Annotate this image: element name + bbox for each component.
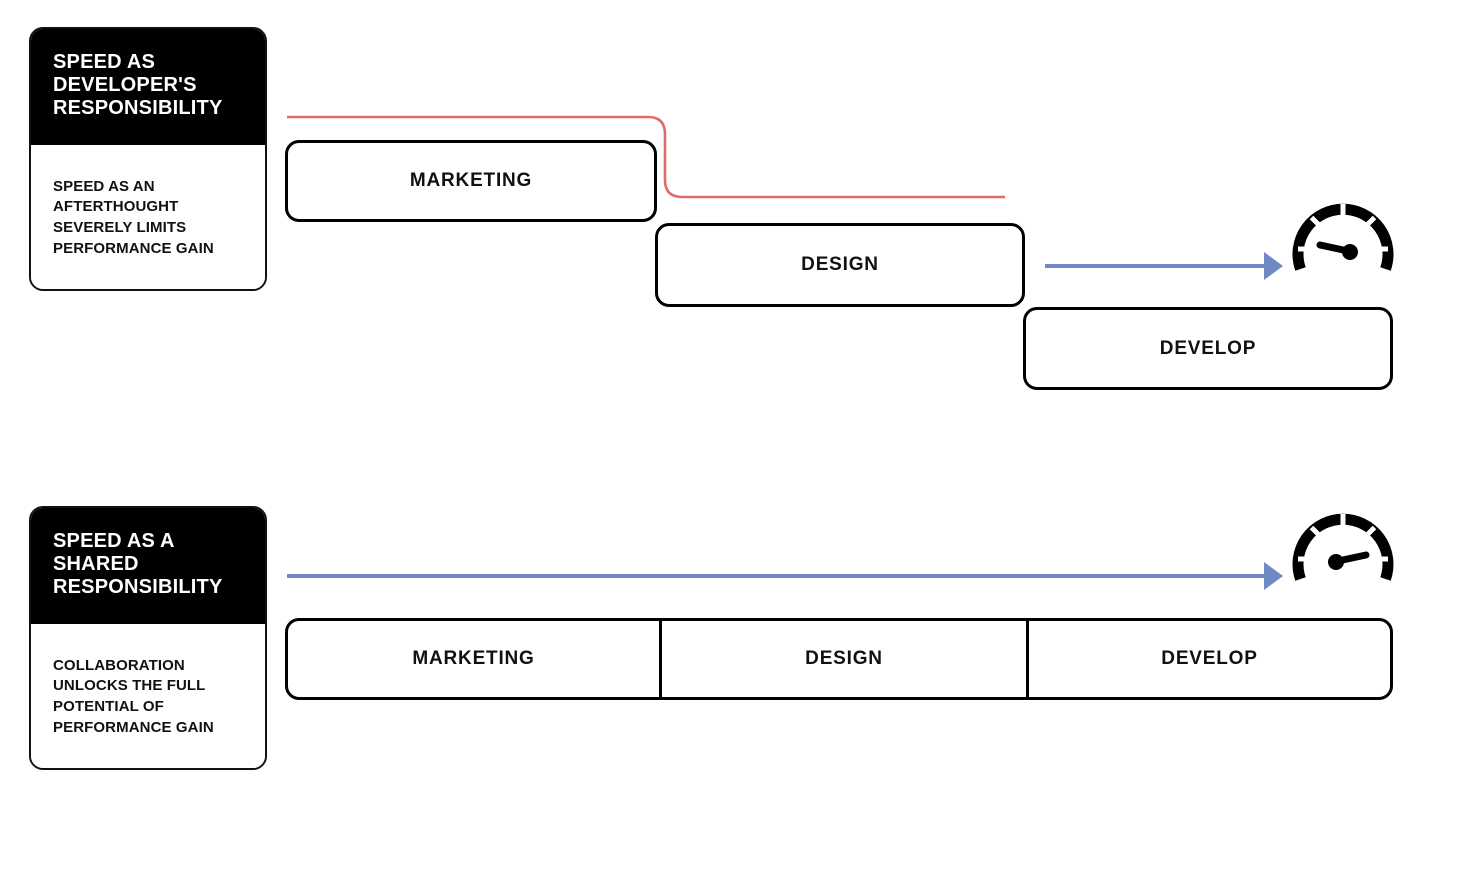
stage-box-develop-top[interactable]: DEVELOP [1023, 307, 1393, 390]
stage-label: DEVELOP [1159, 337, 1257, 359]
arrow-head [1264, 562, 1283, 590]
stage-label: MARKETING [409, 170, 533, 191]
stage-segment-design-bottom[interactable]: DESIGN [659, 621, 1026, 697]
stage-box-design-top[interactable]: DESIGN [655, 223, 1025, 307]
card-heading-text: SPEED AS A SHARED RESPONSIBILITY [53, 530, 223, 599]
card-body-block: SPEED AS AN AFTERTHOUGHT SEVERELY LIMITS… [31, 144, 265, 290]
blue-speed-arrow-bottom [287, 562, 1283, 590]
card-body-text: SPEED AS AN AFTERTHOUGHT SEVERELY LIMITS… [53, 177, 214, 257]
card-heading-block: SPEED AS A SHARED RESPONSIBILITY [31, 508, 265, 624]
gauge-needle [1328, 551, 1370, 570]
card-heading-block: SPEED AS DEVELOPER'S RESPONSIBILITY [31, 29, 265, 145]
stage-label: MARKETING [412, 648, 535, 669]
arrow-head [1264, 252, 1283, 280]
gauge-ticks [1298, 204, 1388, 252]
card-heading-text: SPEED AS DEVELOPER'S RESPONSIBILITY [53, 51, 223, 120]
blue-speed-arrow-top [1045, 252, 1283, 280]
card-shared-responsibility: SPEED AS A SHARED RESPONSIBILITY COLLABO… [29, 506, 267, 771]
stage-label: DEVELOP [1161, 648, 1258, 669]
stage-label: DESIGN [805, 648, 883, 669]
stage-label: DESIGN [801, 254, 879, 275]
combined-stage-bar: MARKETING DESIGN DEVELOP [285, 618, 1393, 700]
card-developer-responsibility: SPEED AS DEVELOPER'S RESPONSIBILITY SPEE… [29, 27, 267, 292]
speedometer-low-icon [1292, 203, 1394, 271]
gauge-needle [1316, 241, 1358, 260]
stage-segment-develop-bottom[interactable]: DEVELOP [1026, 621, 1390, 697]
card-body-block: COLLABORATION UNLOCKS THE FULL POTENTIAL… [31, 623, 265, 769]
card-body-text: COLLABORATION UNLOCKS THE FULL POTENTIAL… [53, 656, 214, 736]
speedometer-high-icon [1292, 513, 1394, 581]
stage-box-marketing-top[interactable]: MARKETING [285, 140, 657, 222]
gauge-ticks [1298, 514, 1388, 562]
stage-segment-marketing-bottom[interactable]: MARKETING [288, 621, 659, 697]
